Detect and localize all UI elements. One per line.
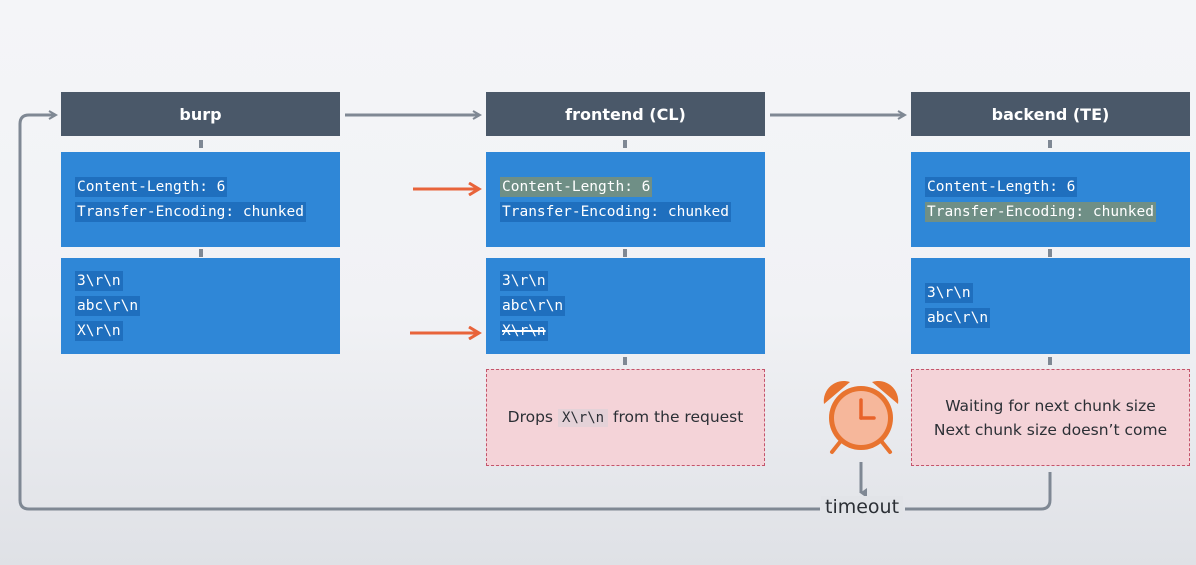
tick <box>1048 140 1052 148</box>
return-loop-line <box>18 115 820 511</box>
body-line: X\r\n <box>75 320 123 341</box>
tick <box>199 140 203 148</box>
tick <box>623 249 627 257</box>
timeout-loop-line <box>905 472 1052 511</box>
body-line-dropped: X\r\n <box>500 320 548 341</box>
frontend-title: frontend (CL) <box>565 104 686 124</box>
body-line: 3\r\n <box>925 283 973 303</box>
dropped-code: X\r\n <box>557 409 609 427</box>
body-line: abc\r\n <box>925 308 991 328</box>
burp-body-box: 3\r\n abc\r\n X\r\n <box>61 258 340 354</box>
backend-note-line2: Next chunk size doesn’t come <box>933 420 1168 439</box>
header-line: Transfer-Encoding: chunked <box>500 201 731 222</box>
header-line: Content-Length: 6 <box>925 176 1078 197</box>
tick <box>1048 357 1052 365</box>
header-line: Content-Length: 6 <box>75 176 228 197</box>
timeout-label: timeout <box>821 496 904 518</box>
frontend-headers-box: Content-Length: 6 Transfer-Encoding: chu… <box>486 152 765 247</box>
backend-note-line1: Waiting for next chunk size <box>945 396 1156 415</box>
frontend-note-text: Drops X\r\n from the request <box>507 408 744 427</box>
header-line-highlighted: Transfer-Encoding: chunked <box>925 201 1156 222</box>
frontend-body-box: 3\r\n abc\r\n X\r\n <box>486 258 765 354</box>
body-line: abc\r\n <box>75 295 141 316</box>
burp-header: burp <box>61 92 340 136</box>
frontend-note: Drops X\r\n from the request <box>486 369 765 466</box>
tick <box>623 357 627 365</box>
header-line-highlighted: Content-Length: 6 <box>500 176 653 197</box>
backend-title: backend (TE) <box>991 104 1110 124</box>
body-line: abc\r\n <box>500 295 566 316</box>
backend-note: Waiting for next chunk size Next chunk s… <box>911 369 1190 466</box>
backend-header: backend (TE) <box>911 92 1190 136</box>
frontend-header: frontend (CL) <box>486 92 765 136</box>
body-line: 3\r\n <box>75 270 123 291</box>
alarm-clock-icon <box>823 381 899 454</box>
backend-body-box: 3\r\n abc\r\n <box>911 258 1190 354</box>
tick <box>1048 249 1052 257</box>
burp-headers-box: Content-Length: 6 Transfer-Encoding: chu… <box>61 152 340 247</box>
body-line: 3\r\n <box>500 270 548 291</box>
tick <box>199 249 203 257</box>
header-line: Transfer-Encoding: chunked <box>75 201 306 222</box>
burp-title: burp <box>179 104 222 124</box>
tick <box>623 140 627 148</box>
backend-headers-box: Content-Length: 6 Transfer-Encoding: chu… <box>911 152 1190 247</box>
